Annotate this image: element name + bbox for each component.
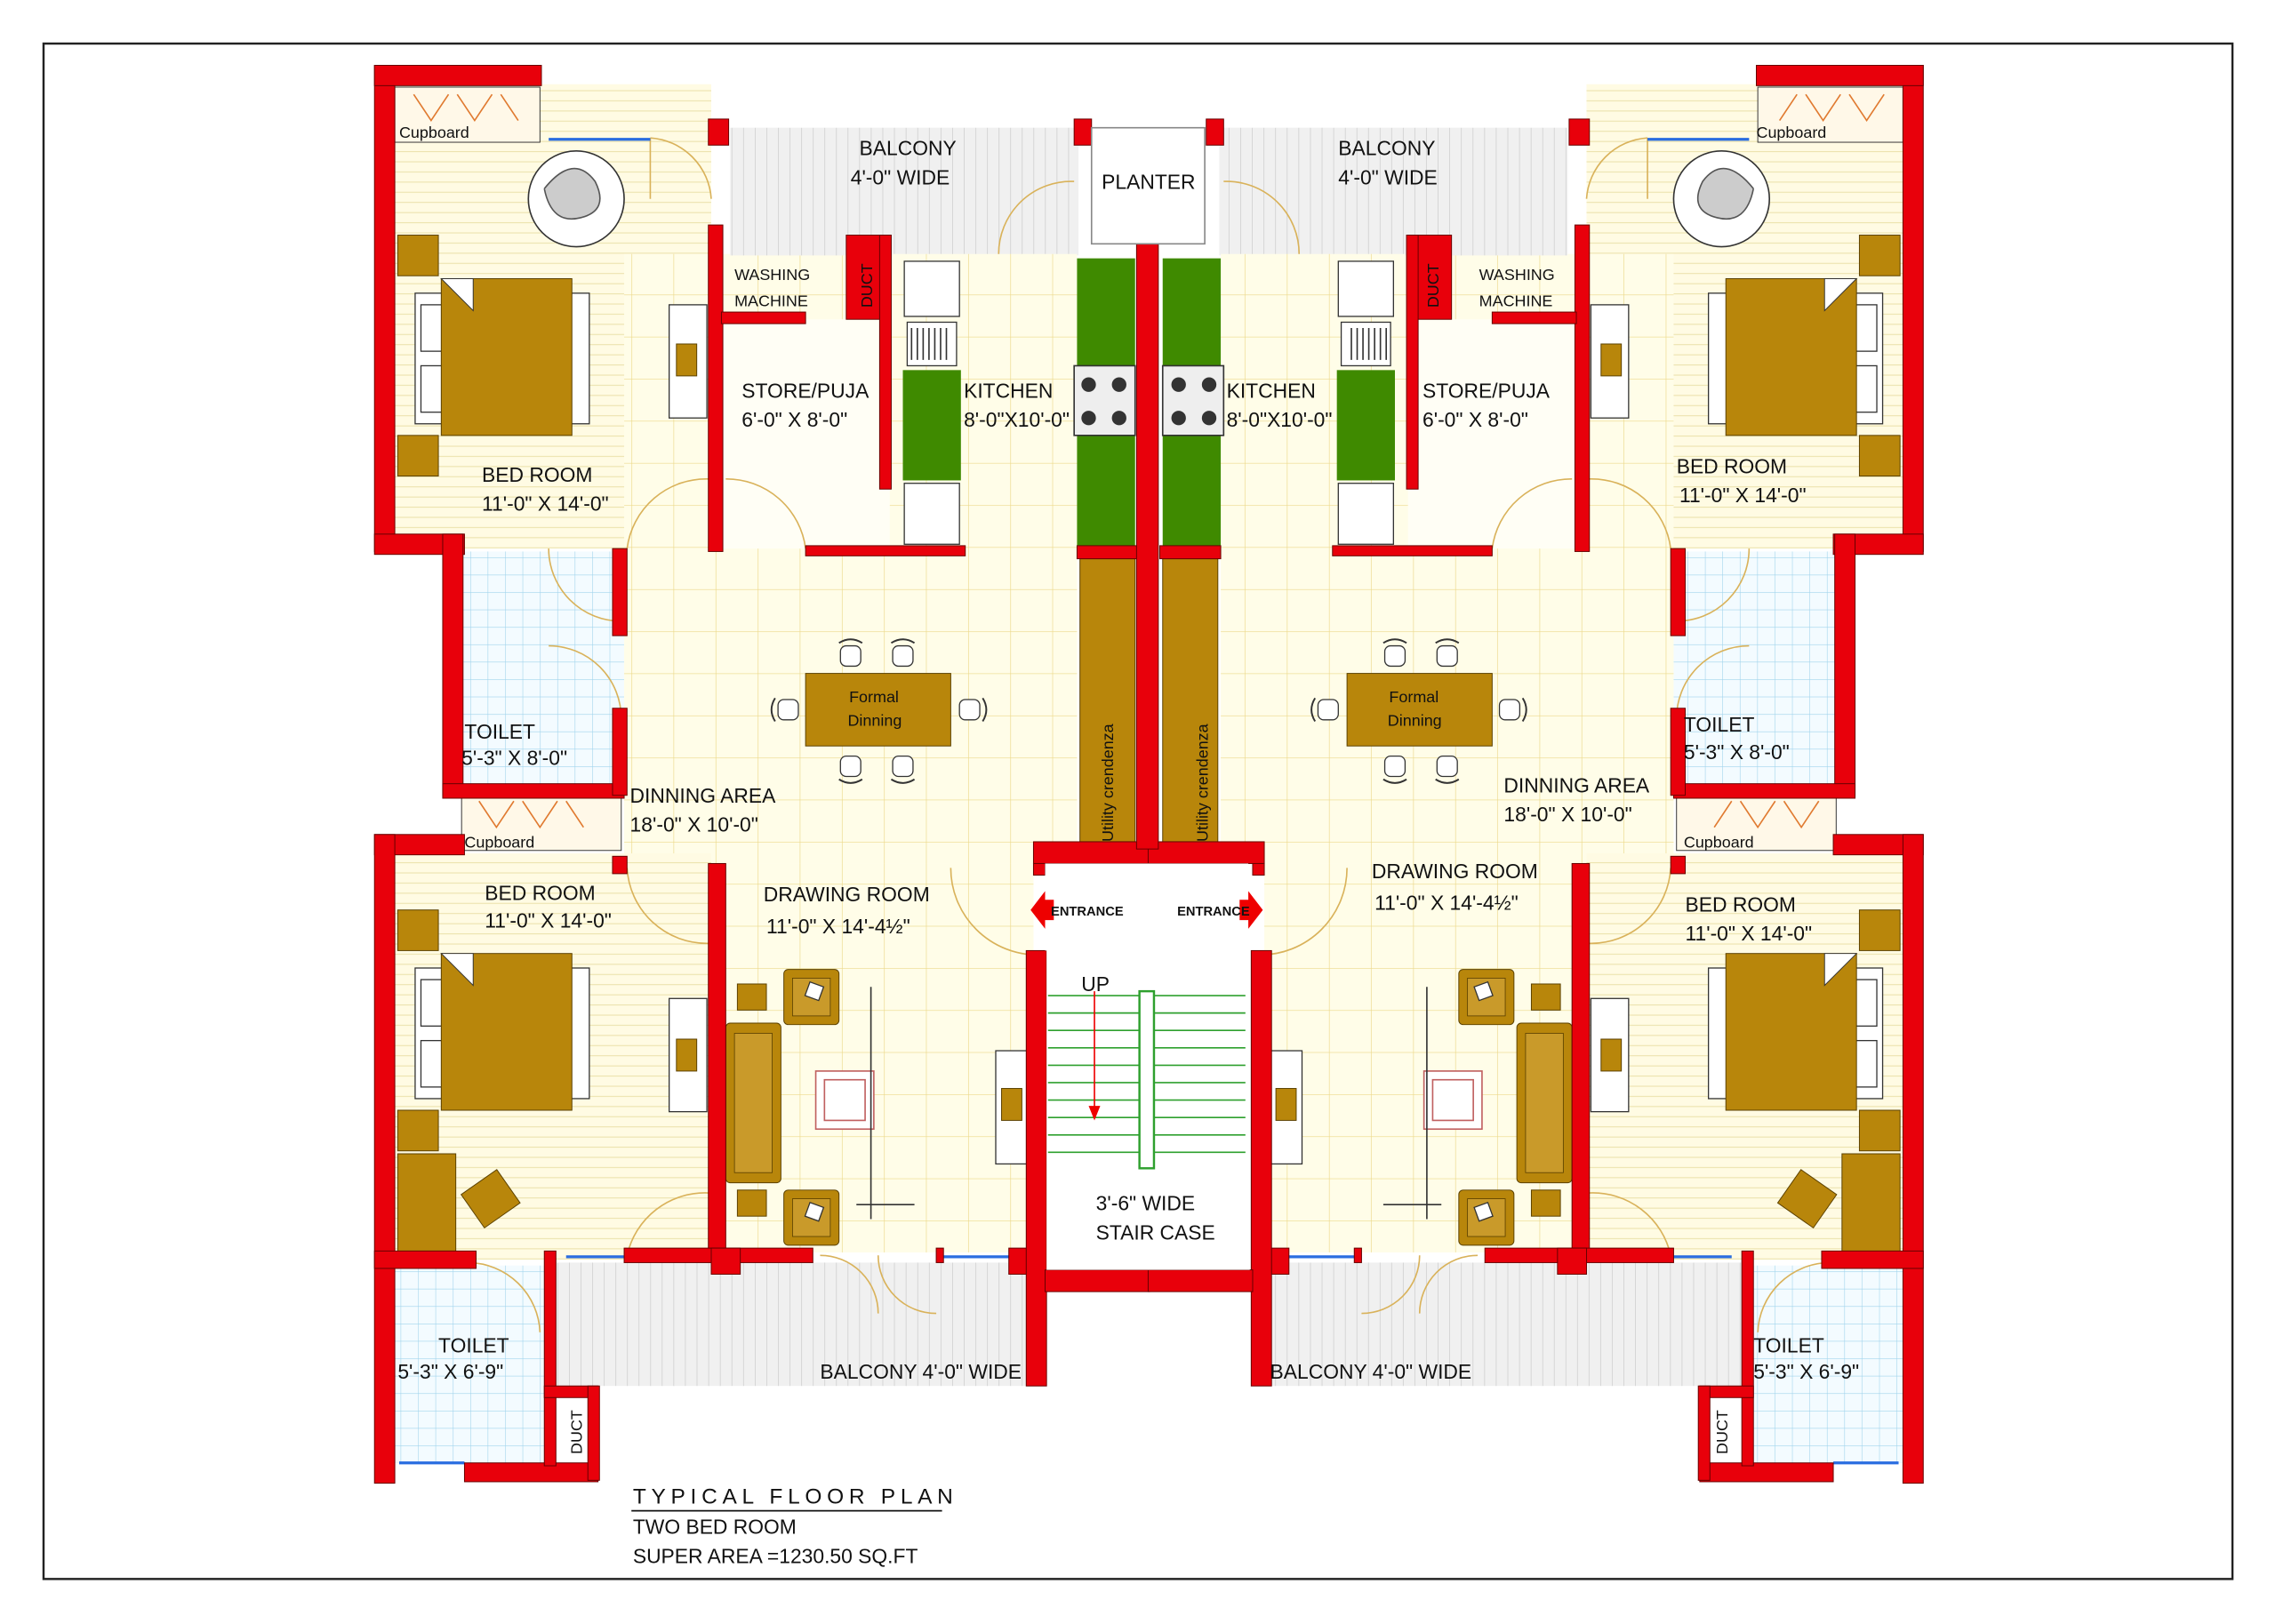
- label-drawing-size: 11'-0" X 14'-4½": [1374, 892, 1519, 915]
- label-dining-size: 18'-0" X 10'-0": [630, 813, 758, 836]
- label-bedroom-size: 11'-0" X 14'-0": [1679, 484, 1807, 507]
- label-bedroom-lower: BED ROOM: [1686, 892, 1796, 916]
- plan-subtitle: TWO BED ROOM: [633, 1516, 797, 1539]
- label-balcony-bottom: BALCONY 4'-0" WIDE: [1270, 1360, 1472, 1383]
- label-cupboard-lower: Cupboard: [1684, 833, 1754, 851]
- balcony-bottom-floor: [551, 1262, 1027, 1387]
- label-balcony: BALCONY: [1338, 137, 1435, 160]
- label-cupboard: Cupboard: [1757, 124, 1827, 141]
- left-unit-labels: Cupboard BALCONY 4'-0" WIDE WASHING MACH…: [397, 124, 1117, 1454]
- label-drawing: DRAWING ROOM: [764, 883, 930, 906]
- label-toilet-lower: TOILET: [1753, 1334, 1824, 1357]
- label-dining-area: DINNING AREA: [1503, 773, 1650, 796]
- label-planter: PLANTER: [1102, 170, 1195, 193]
- label-formal: Formal: [849, 688, 899, 706]
- entrance-arrow-right-icon: [1239, 891, 1263, 929]
- label-machine: MACHINE: [734, 292, 808, 310]
- planter: [1090, 126, 1206, 245]
- label-entrance-left: ENTRANCE: [1051, 905, 1124, 919]
- plan-area: SUPER AREA =1230.50 SQ.FT: [633, 1544, 918, 1567]
- label-store: STORE/PUJA: [1422, 379, 1551, 402]
- cupboard-lower: [461, 795, 622, 852]
- label-drawing-size: 11'-0" X 14'-4½": [766, 915, 910, 938]
- store-floor: [721, 319, 890, 549]
- label-toilet: TOILET: [1684, 713, 1755, 736]
- balcony-top-floor: [730, 127, 1079, 256]
- label-dinning: Dinning: [1388, 711, 1442, 729]
- label-cupboard: Cupboard: [399, 124, 469, 141]
- label-bedroom-lower-size: 11'-0" X 14'-0": [485, 908, 612, 932]
- label-dining-area: DINNING AREA: [630, 784, 777, 807]
- label-bedroom-lower: BED ROOM: [485, 881, 595, 904]
- label-machine: MACHINE: [1479, 292, 1553, 310]
- right-unit-labels: Cupboard BALCONY 4'-0" WIDE WASHING MACH…: [1193, 124, 1859, 1454]
- toilet-upper-floor: [461, 551, 625, 791]
- label-formal: Formal: [1389, 688, 1439, 706]
- label-toilet-lower-size: 5'-3" X 6'-9": [397, 1360, 503, 1383]
- label-bedroom: BED ROOM: [1677, 454, 1787, 477]
- label-bedroom-size: 11'-0" X 14'-0": [482, 492, 609, 516]
- label-entrance-right: ENTRANCE: [1177, 905, 1250, 919]
- entrance-arrow-left-icon: [1030, 891, 1054, 929]
- label-kitchen-size: 8'-0"X10'-0": [1227, 408, 1333, 431]
- label-cupboard-lower: Cupboard: [464, 833, 534, 851]
- utility-credenza: [1079, 558, 1136, 843]
- label-balcony-bottom: BALCONY 4'-0" WIDE: [820, 1360, 1022, 1383]
- label-store-size: 6'-0" X 8'-0": [741, 408, 847, 431]
- label-store-size: 6'-0" X 8'-0": [1422, 408, 1528, 431]
- label-toilet-lower-size: 5'-3" X 6'-9": [1753, 1360, 1859, 1383]
- label-kitchen: KITCHEN: [1227, 379, 1316, 402]
- label-duct: DUCT: [1424, 263, 1442, 308]
- label-credenza: Utility crendenza: [1193, 724, 1211, 842]
- central-divider-wall: [1135, 238, 1159, 850]
- label-toilet-size: 5'-3" X 8'-0": [1684, 740, 1790, 764]
- plan-title: TYPICAL FLOOR PLAN: [633, 1484, 958, 1508]
- label-drawing: DRAWING ROOM: [1372, 860, 1538, 883]
- label-duct-bottom: DUCT: [568, 1410, 586, 1454]
- label-kitchen: KITCHEN: [964, 379, 1053, 402]
- sofa-set: [725, 968, 915, 1246]
- label-stair-width: 3'-6" WIDE: [1096, 1192, 1195, 1215]
- label-balcony-size: 4'-0" WIDE: [1338, 165, 1437, 188]
- label-dinning: Dinning: [847, 711, 902, 729]
- arrow-down-icon: [1088, 1106, 1101, 1121]
- label-duct: DUCT: [858, 263, 876, 308]
- stove-icon: [1073, 364, 1136, 436]
- toilet-lower-floor: [395, 1265, 548, 1463]
- label-staircase: STAIR CASE: [1096, 1220, 1215, 1244]
- label-stair-up: UP: [1081, 972, 1110, 996]
- kitchen-counter: [902, 370, 961, 481]
- walls: [373, 65, 1150, 1484]
- label-washing: WASHING: [1479, 266, 1555, 284]
- label-bedroom-lower-size: 11'-0" X 14'-0": [1686, 922, 1813, 945]
- drawing-border: [42, 42, 2234, 1580]
- dining-table: [770, 638, 988, 784]
- label-bedroom: BED ROOM: [482, 463, 592, 486]
- label-dining-size: 18'-0" X 10'-0": [1503, 803, 1631, 826]
- label-toilet-size: 5'-3" X 8'-0": [461, 746, 567, 769]
- label-toilet: TOILET: [464, 720, 535, 743]
- label-kitchen-size: 8'-0"X10'-0": [964, 408, 1070, 431]
- plant-icon: [527, 150, 625, 248]
- stair-handrail: [1138, 989, 1156, 1170]
- label-store: STORE/PUJA: [741, 379, 870, 402]
- stair-landing: [1045, 863, 1249, 951]
- label-balcony: BALCONY: [860, 137, 957, 160]
- staircase: [1046, 950, 1250, 1270]
- label-duct-bottom: DUCT: [1713, 1410, 1731, 1454]
- label-washing: WASHING: [734, 266, 810, 284]
- label-credenza: Utility crendenza: [1099, 724, 1117, 842]
- label-toilet-lower: TOILET: [438, 1334, 509, 1357]
- label-balcony-size: 4'-0" WIDE: [851, 165, 950, 188]
